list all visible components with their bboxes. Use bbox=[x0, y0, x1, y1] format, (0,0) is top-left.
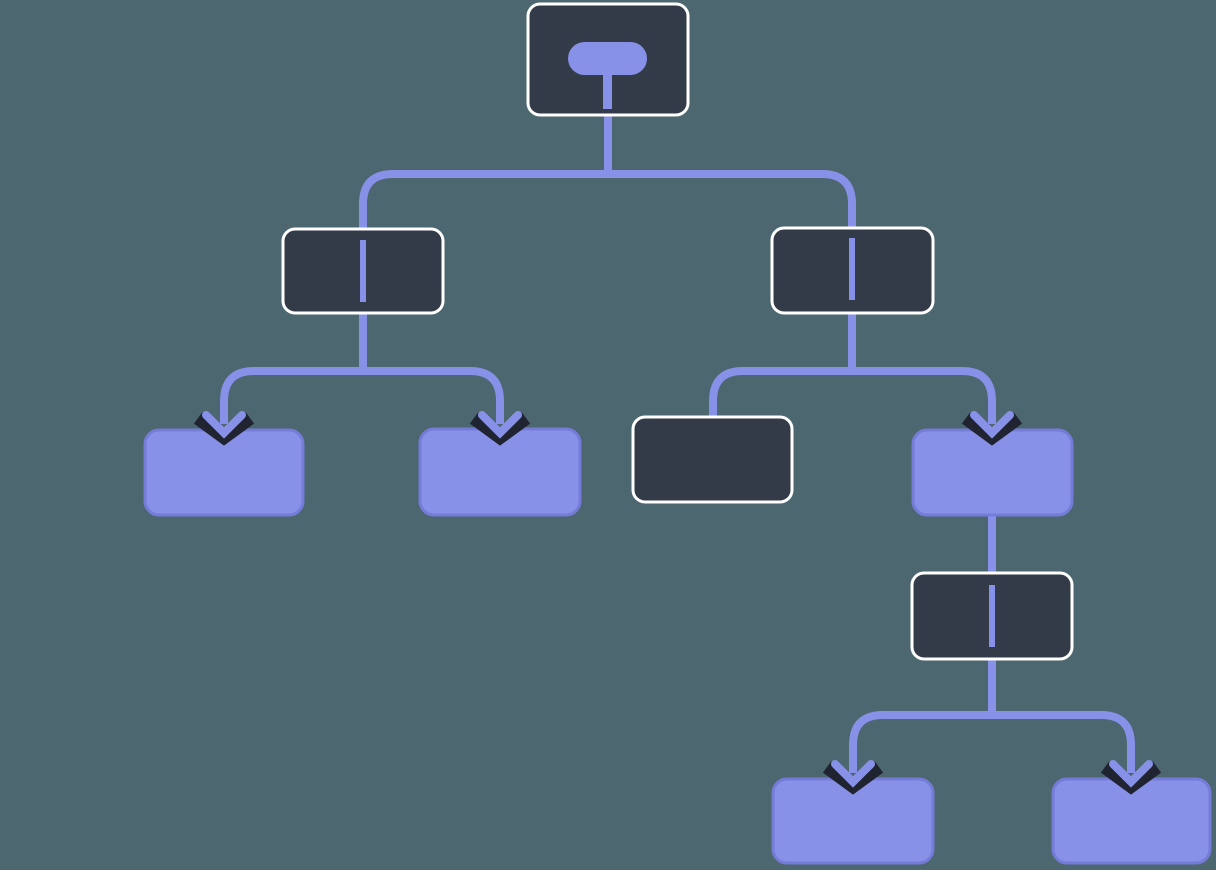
nodes bbox=[143, 2, 1212, 865]
chevron-down-arrow-icon bbox=[469, 411, 531, 446]
root-pill-stem bbox=[603, 70, 612, 109]
chevron-purple-stroke bbox=[202, 411, 246, 439]
connector-root-to-branches bbox=[359, 113, 856, 229]
node-mid-plain bbox=[631, 415, 794, 504]
chevron-down-arrow-icon bbox=[961, 411, 1023, 446]
root-pill-body bbox=[568, 42, 647, 75]
node-branch-left bbox=[281, 227, 445, 315]
node-branch-right bbox=[770, 226, 935, 315]
connector-branch-left-to-leaves bbox=[220, 311, 504, 424]
node-mid-plain-rect[interactable] bbox=[631, 415, 794, 504]
chevron-down-arrow-icon bbox=[193, 411, 255, 446]
connector-branch-right-to-mids bbox=[709, 311, 996, 424]
connector-branch-bottom-to-leaves bbox=[849, 659, 1135, 773]
node-branch-bottom bbox=[910, 571, 1074, 661]
chevron-purple-stroke bbox=[478, 411, 522, 439]
chevron-down-arrow-icon bbox=[822, 760, 884, 795]
node-root bbox=[526, 2, 690, 117]
chevron-purple-stroke bbox=[1109, 760, 1153, 788]
arrow-markers bbox=[193, 411, 1162, 795]
connectors bbox=[220, 113, 1135, 773]
root-pill-icon bbox=[568, 42, 647, 109]
chevron-purple-stroke bbox=[970, 411, 1014, 439]
chevron-down-arrow-icon bbox=[1100, 760, 1162, 795]
chevron-purple-stroke bbox=[831, 760, 875, 788]
